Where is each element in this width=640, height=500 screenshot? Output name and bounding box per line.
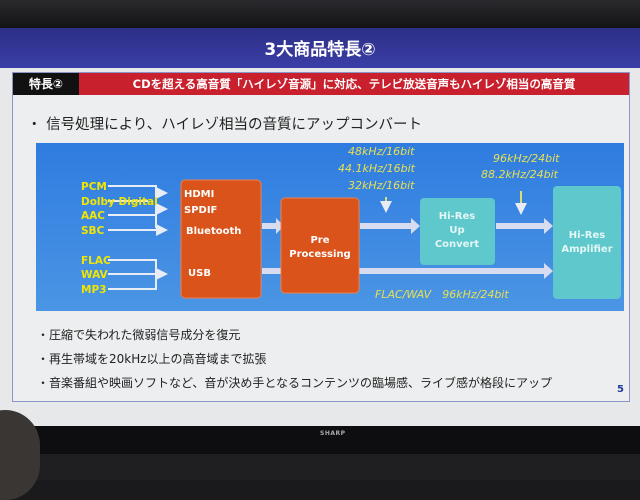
hi-res-upconvert-block — [420, 198, 495, 265]
input-bluetooth: Bluetooth — [186, 226, 241, 237]
source-dolby-digital: Dolby Digital — [81, 196, 158, 208]
bullet-item: ・再生帯域を20kHz以上の高音域まで拡張 — [37, 352, 267, 366]
feature-label: 特長② — [13, 73, 79, 95]
input-interface-block — [180, 179, 262, 299]
input-rate-44k: 44.1kHz/16bit — [338, 162, 416, 175]
slide-body: 特長② CDを超える高音質「ハイレゾ音源」に対応、テレビ放送音声もハイレゾ相当の… — [12, 72, 630, 402]
upconvert-label-2: Up — [449, 225, 464, 236]
pre-processing-label-2: Processing — [289, 249, 350, 260]
page-number: 5 — [617, 384, 624, 395]
source-aac: AAC — [81, 210, 105, 222]
tv-bezel: SHARP — [0, 426, 640, 454]
source-sbc: SBC — [81, 225, 105, 237]
input-rate-48k: 48kHz/16bit — [348, 145, 415, 158]
tv-brand-logo: SHARP — [320, 430, 346, 437]
bullet-item: ・音楽番組や映画ソフトなど、音が決め手となるコンテンツの臨場感、ライブ感が格段に… — [37, 376, 553, 390]
source-pcm: PCM — [81, 181, 107, 193]
pre-processing-label-1: Pre — [310, 235, 329, 246]
source-flac: FLAC — [81, 255, 111, 267]
slide-title: 3大商品特長② — [0, 28, 640, 68]
hi-res-amplifier-block — [553, 186, 621, 299]
source-wav: WAV — [81, 269, 109, 281]
feature-headline: CDを超える高音質「ハイレゾ音源」に対応、テレビ放送音声もハイレゾ相当の高音質 — [79, 73, 629, 95]
upconvert-label-3: Convert — [435, 239, 480, 250]
tv-stand-area — [0, 454, 640, 480]
main-bullet: ・ 信号処理により、ハイレゾ相当の音質にアップコンバート — [27, 117, 422, 133]
tv-screen: 3大商品特長② 特長② CDを超える高音質「ハイレゾ音源」に対応、テレビ放送音声… — [0, 28, 640, 426]
input-hdmi: HDMI — [184, 189, 214, 200]
bullet-item: ・圧縮で失われた微弱信号成分を復元 — [37, 328, 241, 342]
amplifier-label-1: Hi-Res — [569, 230, 605, 241]
direct-path-rate: FLAC/WAV 96kHz/24bit — [375, 288, 509, 301]
input-spdif: SPDIF — [184, 205, 217, 216]
pre-processing-block — [280, 197, 360, 294]
input-rate-32k: 32kHz/16bit — [348, 179, 415, 192]
input-usb: USB — [188, 268, 211, 279]
background-wall — [0, 0, 640, 30]
output-rate-96k: 96kHz/24bit — [493, 152, 560, 165]
upconvert-label-1: Hi-Res — [439, 211, 475, 222]
feature-bullets: ・圧縮で失われた微弱信号成分を復元 ・再生帯域を20kHz以上の高音域まで拡張 … — [37, 323, 552, 395]
signal-flow-diagram: PCM Dolby Digital AAC SBC FLAC WAV MP3 H… — [36, 143, 624, 311]
source-mp3: MP3 — [81, 284, 106, 296]
output-rate-88k: 88.2kHz/24bit — [481, 168, 559, 181]
amplifier-label-2: Amplifier — [561, 244, 612, 255]
